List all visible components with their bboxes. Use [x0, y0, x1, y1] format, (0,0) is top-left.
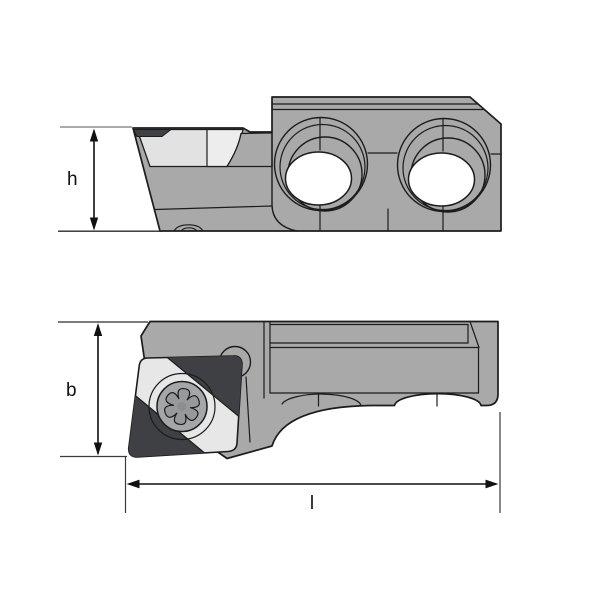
- front-face-chamfer-line: [154, 205, 273, 211]
- b-dimension-label: b: [66, 380, 77, 401]
- through-hole: [407, 152, 476, 207]
- b-arrowhead-up: [93, 323, 103, 336]
- counterbore-rim: [279, 123, 366, 211]
- bottom-nose-arc: [173, 224, 204, 232]
- block-front-fillet: [271, 204, 298, 232]
- torx-center-dot: [177, 402, 187, 411]
- collar-end-chamfer: [469, 320, 480, 349]
- side-view: b l: [58, 320, 501, 514]
- b-dimension: b: [58, 321, 148, 458]
- through-hole: [284, 151, 353, 206]
- bottom-hole-arc-left: [281, 393, 362, 407]
- l-arrowhead-left: [126, 479, 140, 489]
- indexable-insert: [127, 355, 243, 458]
- counterbore-rim: [402, 124, 489, 212]
- head-front-edge: [245, 376, 251, 443]
- h-dimension: h: [58, 126, 162, 232]
- clamp-hole-left: [273, 116, 369, 231]
- clamp-hole-right: [396, 117, 492, 232]
- cutting-edge-strip: [132, 129, 173, 137]
- h-dimension-label: h: [67, 169, 78, 190]
- corner-dark-top-right: [161, 355, 242, 421]
- bottom-nose-arc-inner: [180, 227, 198, 232]
- l-dimension-label: l: [310, 493, 314, 514]
- h-arrowhead-up: [89, 128, 99, 142]
- h-arrowhead-down: [89, 217, 99, 231]
- clamp-wedge: [226, 132, 273, 168]
- b-arrowhead-down: [93, 442, 103, 456]
- insert-countersink-ring: [148, 372, 216, 441]
- top-view: h: [58, 96, 502, 232]
- l-arrowhead-right: [485, 479, 499, 489]
- l-dimension: l: [124, 412, 501, 514]
